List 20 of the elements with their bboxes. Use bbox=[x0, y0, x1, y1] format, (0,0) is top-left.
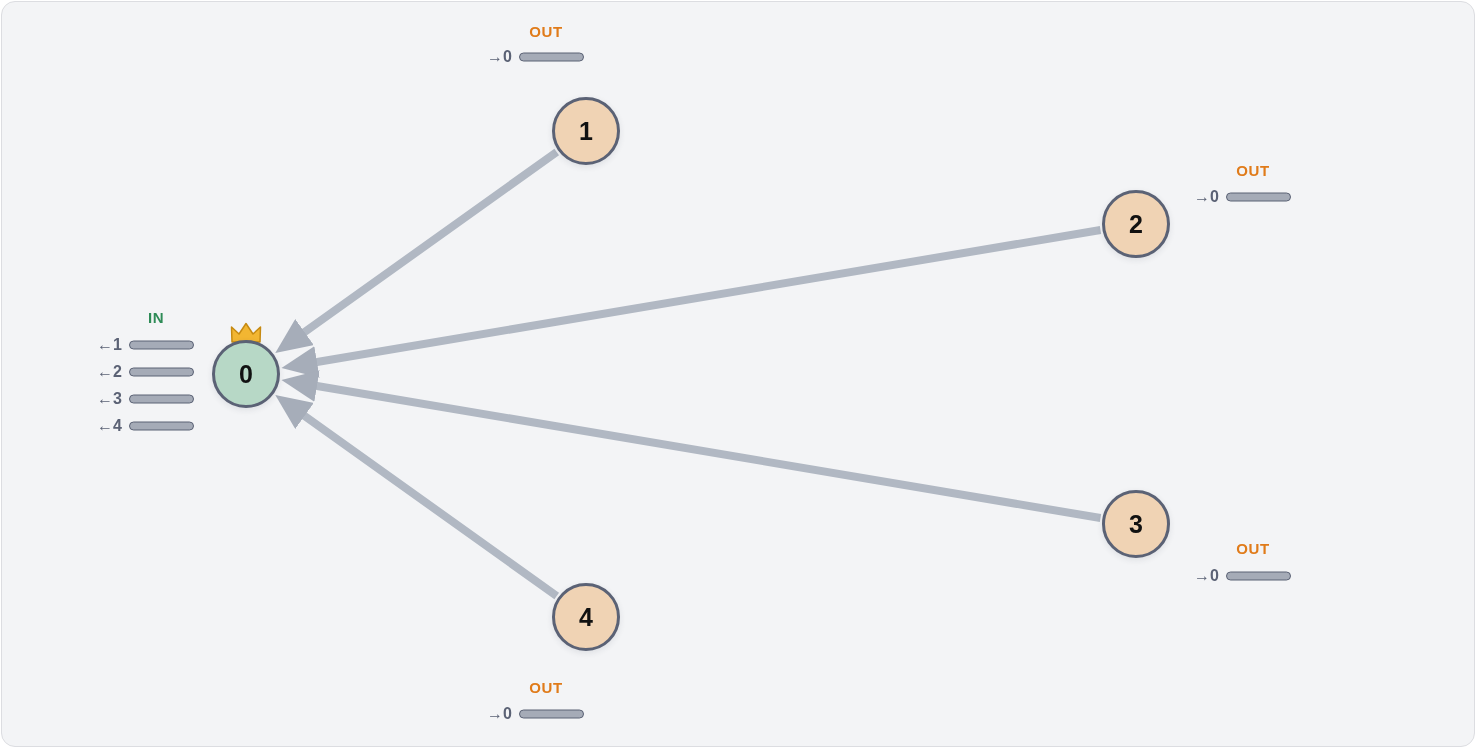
process-node: 1 bbox=[552, 97, 620, 165]
section-heading: OUT bbox=[529, 679, 563, 695]
channel-label: ←1 bbox=[97, 337, 122, 353]
section-heading: OUT bbox=[1236, 162, 1270, 178]
process-node: 2 bbox=[1102, 190, 1170, 258]
channel-label: →0 bbox=[1194, 568, 1219, 584]
section-heading: IN bbox=[147, 309, 165, 325]
arrow bbox=[280, 370, 1102, 522]
channel-label: →0 bbox=[487, 706, 512, 722]
process-node: 3 bbox=[1102, 490, 1170, 558]
channel-label: ←4 bbox=[97, 418, 122, 434]
channel-label: →0 bbox=[1194, 189, 1219, 205]
channel-label: ←2 bbox=[97, 364, 122, 380]
process-node: 0 bbox=[212, 340, 280, 408]
channel-label: ←3 bbox=[97, 391, 122, 407]
section-heading: OUT bbox=[529, 23, 563, 39]
channel-label: →0 bbox=[487, 49, 512, 65]
arrow bbox=[280, 226, 1102, 378]
section-heading: OUT bbox=[1236, 540, 1270, 556]
process-node: 4 bbox=[552, 583, 620, 651]
